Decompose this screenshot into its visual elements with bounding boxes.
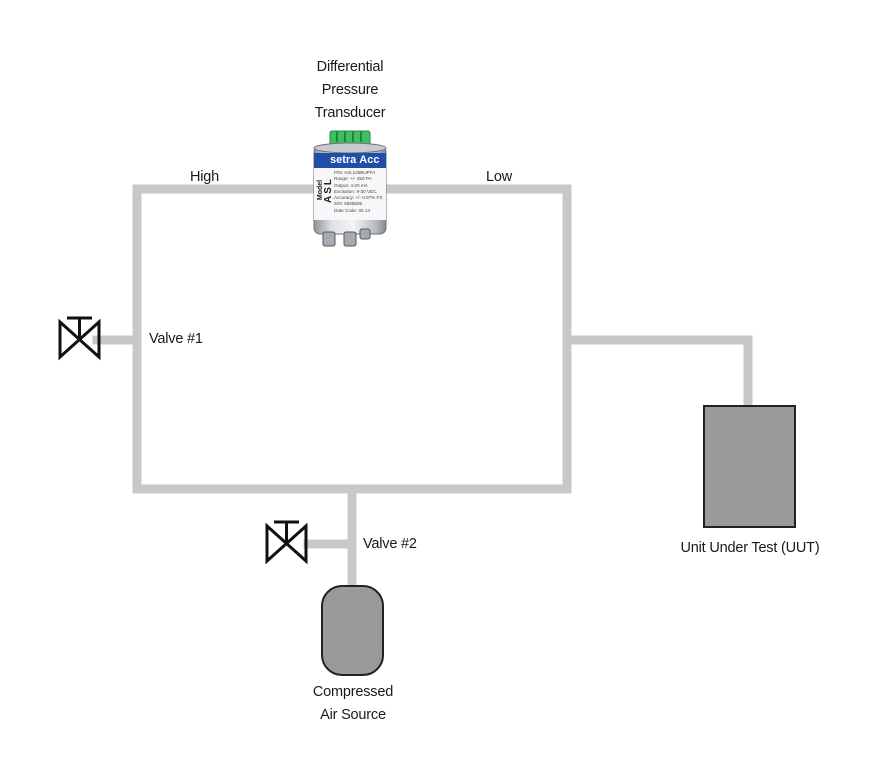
pipe-network [92,184,753,593]
valve-2-icon[interactable] [265,520,308,565]
spec-line: Date Code: 05 14 [334,207,371,213]
transducer-title: Differential Pressure Transducer [290,56,410,125]
model-code: ASL [323,177,334,203]
low-port-label: Low [486,169,512,185]
air-source-label: Compressed Air Source [293,681,413,727]
spec-label [314,168,386,220]
uut-box[interactable] [703,405,796,528]
transducer-device[interactable] [313,130,387,247]
spec-lines: P/N: ASL125BUPFA Range: +/- 250 PA Outpu… [334,170,386,214]
spec-line: P/N: ASL125BUPFA [334,170,376,175]
uut-label: Unit Under Test (UUT) [680,540,820,556]
brand-suffix: Acc [359,154,380,166]
pipe-low-side [380,184,572,494]
transducer-title-line: Pressure [321,82,379,98]
transducer-title-line: Differential [316,59,384,75]
high-port-label: High [190,169,220,185]
spec-line: Range: +/- 250 PA [334,176,372,182]
air-tank[interactable] [321,585,384,676]
air-source-line: Compressed [312,684,394,700]
pipe-high-side [132,184,315,494]
pressure-ports [322,228,371,247]
brand-band [314,153,386,168]
spec-line: Accuracy: +/- 0.07% FS [334,195,383,201]
valve-1-icon[interactable] [58,316,101,361]
air-source-line: Air Source [320,707,386,723]
pipe-uut-branch [562,335,753,411]
spec-line: Excitation: 9-30 VDC [334,188,377,194]
brand-name: setra [330,154,357,166]
spec-line: Output: 4-20 mA [334,182,368,188]
valve-2-label: Valve #2 [363,536,417,552]
spec-line: S/N: 5858505 [334,201,363,207]
transducer-title-line: Transducer [314,105,386,121]
valve-1-label: Valve #1 [149,331,203,347]
